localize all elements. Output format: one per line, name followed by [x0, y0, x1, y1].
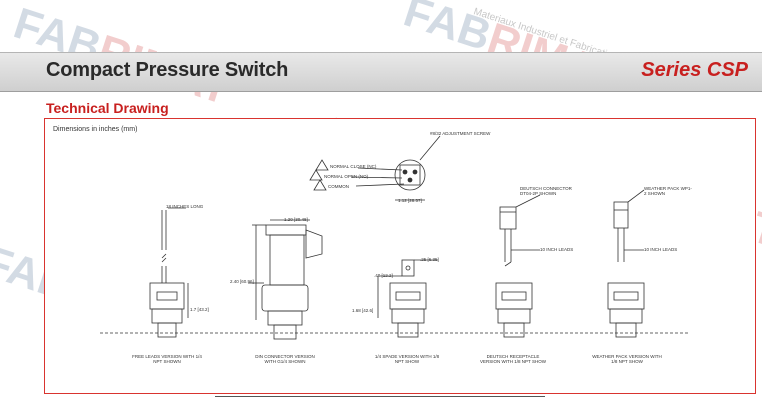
connector-face-detail: [351, 135, 441, 201]
common-label: COMMON: [328, 184, 349, 189]
deutsch-leads-label: 10 INCH LEADS: [540, 247, 574, 252]
dim-48-label: .48 [12.2]: [374, 273, 393, 278]
com-marker: [313, 179, 327, 191]
caption-free-leads: FREE LEADS VERSION WITH 1/4 NPT SHOWN: [132, 354, 202, 364]
free-leads-switch: [149, 207, 189, 338]
deutsch-switch: [495, 194, 541, 338]
dim-168-label: 1.68 [42.6]: [352, 308, 374, 313]
spade-switch: [377, 259, 438, 338]
dim-left-label: 2.40 [60.96]: [230, 279, 254, 284]
nc-label: NORMAL CLOSE (NC): [330, 164, 377, 169]
page-title: Compact Pressure Switch: [46, 59, 289, 81]
connector-dim-label: 1.12 [28.57]: [398, 198, 422, 203]
caption-weather: WEATHER PACK VERSION WITH 1/8 NPT SHOW: [592, 354, 662, 364]
caption-spade: 1/4 SPADE VERSION WITH 1/8 NPT SHOW: [374, 354, 440, 364]
caption-deutsch: DEUTSCH RECEPTACLE VERSION WITH 1/8 NPT …: [480, 354, 546, 364]
weather-pack-label: WEATHER PACK WP1-2 SHOWN: [644, 186, 692, 196]
caption-din: DIN CONNECTOR VERSION WITH G1/4 SHOWN: [255, 354, 315, 364]
bottom-table-edge: [215, 396, 545, 401]
weather-pack-switch: [607, 189, 645, 338]
dim-top-label: 1.20 [30.48]: [284, 217, 308, 222]
dimensions-note: Dimensions in inches (mm): [53, 126, 138, 133]
nc-marker: [315, 159, 329, 171]
header-band: [0, 52, 762, 92]
section-title: Technical Drawing: [46, 100, 169, 116]
din-connector-switch: [248, 219, 323, 340]
dim-body1-label: 1.7 [43.2]: [190, 307, 209, 312]
weather-leads-label: 10 INCH LEADS: [644, 247, 678, 252]
series-label: Series CSP: [641, 59, 748, 81]
free-leads-length-label: 18 INCHES LONG: [166, 204, 204, 209]
dim-25-label: .25 [6.35]: [420, 257, 439, 262]
no-label: NORMAL OPEN (NO): [324, 174, 369, 179]
adjust-screw-label: #8/32 ADJUSTMENT SCREW: [430, 131, 491, 136]
deutsch-connector-label: DEUTSCH CONNECTOR DT04-2P SHOWN: [520, 186, 572, 196]
no-marker: [309, 169, 323, 181]
